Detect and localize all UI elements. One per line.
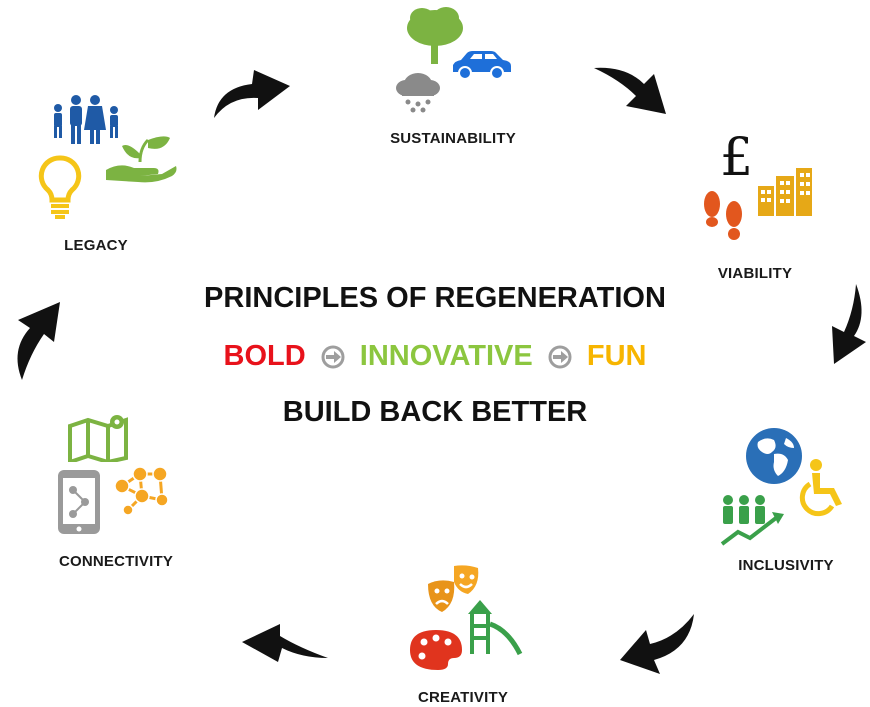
car-icon [453,51,511,80]
word-innovative: INNOVATIVE [359,340,533,372]
lightbulb-icon [38,155,82,219]
word-fun: FUN [586,340,647,372]
arrow-separator-icon [548,345,572,369]
wheelchair-icon [799,459,842,517]
cycle-arrow-icon [214,70,290,118]
cycle-arrow-icon [242,624,328,662]
diagram-title: PRINCIPLES OF REGENERATION [204,282,666,314]
cycle-arrow-icon [832,284,866,364]
map-icon [68,415,128,462]
principle-label-sustainability: SUSTAINABILITY [390,130,516,147]
theatre-masks-icon [428,565,479,612]
buildings-icon [758,168,812,216]
cycle-arrow-icon [17,302,60,380]
principles-tagline-words: BOLD INNOVATIVE FUN [0,340,870,373]
pound-icon: £ [720,128,754,188]
people-growth-icon [720,495,784,546]
tree-icon [407,7,463,64]
cycle-arrow-icon [620,614,694,674]
footprints-icon [704,191,742,240]
principle-label-legacy: LEGACY [64,237,128,254]
plant-hand-icon [106,136,177,183]
word-bold: BOLD [223,340,306,372]
arrow-separator-icon [321,345,345,369]
network-icon [114,466,169,516]
palette-icon [410,630,462,670]
principle-label-viability: VIABILITY [717,265,793,282]
rain-cloud-icon [396,73,440,113]
principle-label-connectivity: CONNECTIVITY [58,553,174,570]
principle-label-inclusivity: INCLUSIVITY [738,557,834,574]
principle-label-creativity: CREATIVITY [417,689,509,706]
playground-icon [468,600,523,656]
diagram-tagline: BUILD BACK BETTER [282,396,588,428]
globe-icon [746,428,802,484]
cycle-arrow-icon [594,67,666,114]
phone-icon [58,470,100,534]
family-icon [54,95,118,144]
